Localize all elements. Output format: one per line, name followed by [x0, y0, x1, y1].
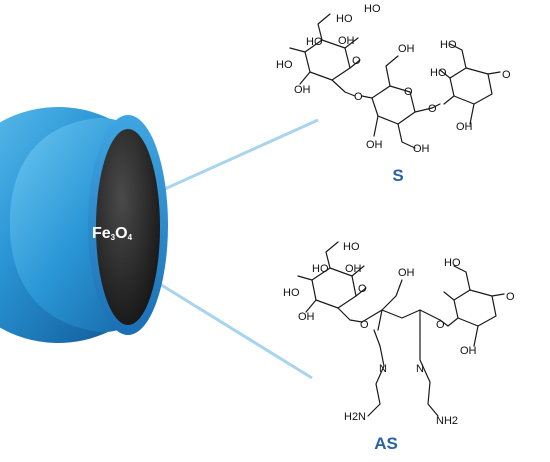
- as-label-nh2: NH2: [436, 415, 458, 427]
- as-label-ho-3: HO: [283, 287, 300, 299]
- nanoparticle: Fe3O4: [0, 107, 168, 343]
- connector-line-top: [157, 118, 319, 194]
- structure-s: HO HO OH HO O OH HO O O OH HO O OH OH O …: [276, 3, 511, 185]
- connector-line-bottom: [149, 276, 313, 380]
- s-label-o-4: O: [428, 103, 437, 115]
- as-label-oh-4: OH: [460, 345, 477, 357]
- s-label-ho-6: HO: [430, 67, 447, 79]
- s-label-oh-1: OH: [338, 35, 355, 47]
- as-label-oh-3: OH: [298, 311, 315, 323]
- as-label-n-2: N: [416, 363, 424, 375]
- structure-s-name: S: [392, 166, 403, 185]
- as-label-o-2: O: [360, 319, 369, 331]
- s-label-ho-5: HO: [440, 39, 457, 51]
- as-label-h2n: H2N: [344, 411, 366, 423]
- as-label-oh-2: OH: [398, 267, 415, 279]
- s-label-oh-3: OH: [398, 43, 415, 55]
- s-label-o-2: O: [354, 91, 363, 103]
- s-label-oh-6: OH: [456, 121, 473, 133]
- as-label-n-1: N: [379, 363, 387, 375]
- as-label-o-3: O: [436, 319, 445, 331]
- as-label-ho-2: HO: [312, 263, 329, 275]
- structure-as: HO HO OH HO OH HO O O O O N N OH OH H2N …: [283, 241, 515, 453]
- s-label-oh-4: OH: [366, 139, 383, 151]
- s-label-ho-4: HO: [364, 3, 381, 15]
- s-label-o-3: O: [404, 86, 413, 98]
- s-label-oh-2: OH: [294, 84, 311, 96]
- core-label: Fe3O4: [92, 225, 133, 242]
- s-label-ho-3: HO: [276, 59, 293, 71]
- as-label-ho-4: HO: [444, 257, 461, 269]
- as-label-ho-1: HO: [343, 241, 360, 253]
- nanoparticle-core: [96, 129, 160, 325]
- s-label-o-5: O: [502, 69, 511, 81]
- s-label-o-1: O: [352, 55, 361, 67]
- as-label-o-4: O: [506, 291, 515, 303]
- as-label-o-1: O: [358, 283, 367, 295]
- s-label-oh-5: OH: [413, 143, 430, 155]
- structure-as-name: AS: [374, 434, 398, 453]
- s-label-ho-1: HO: [336, 13, 353, 25]
- as-label-oh-1: OH: [345, 263, 362, 275]
- s-label-ho-2: HO: [306, 36, 323, 48]
